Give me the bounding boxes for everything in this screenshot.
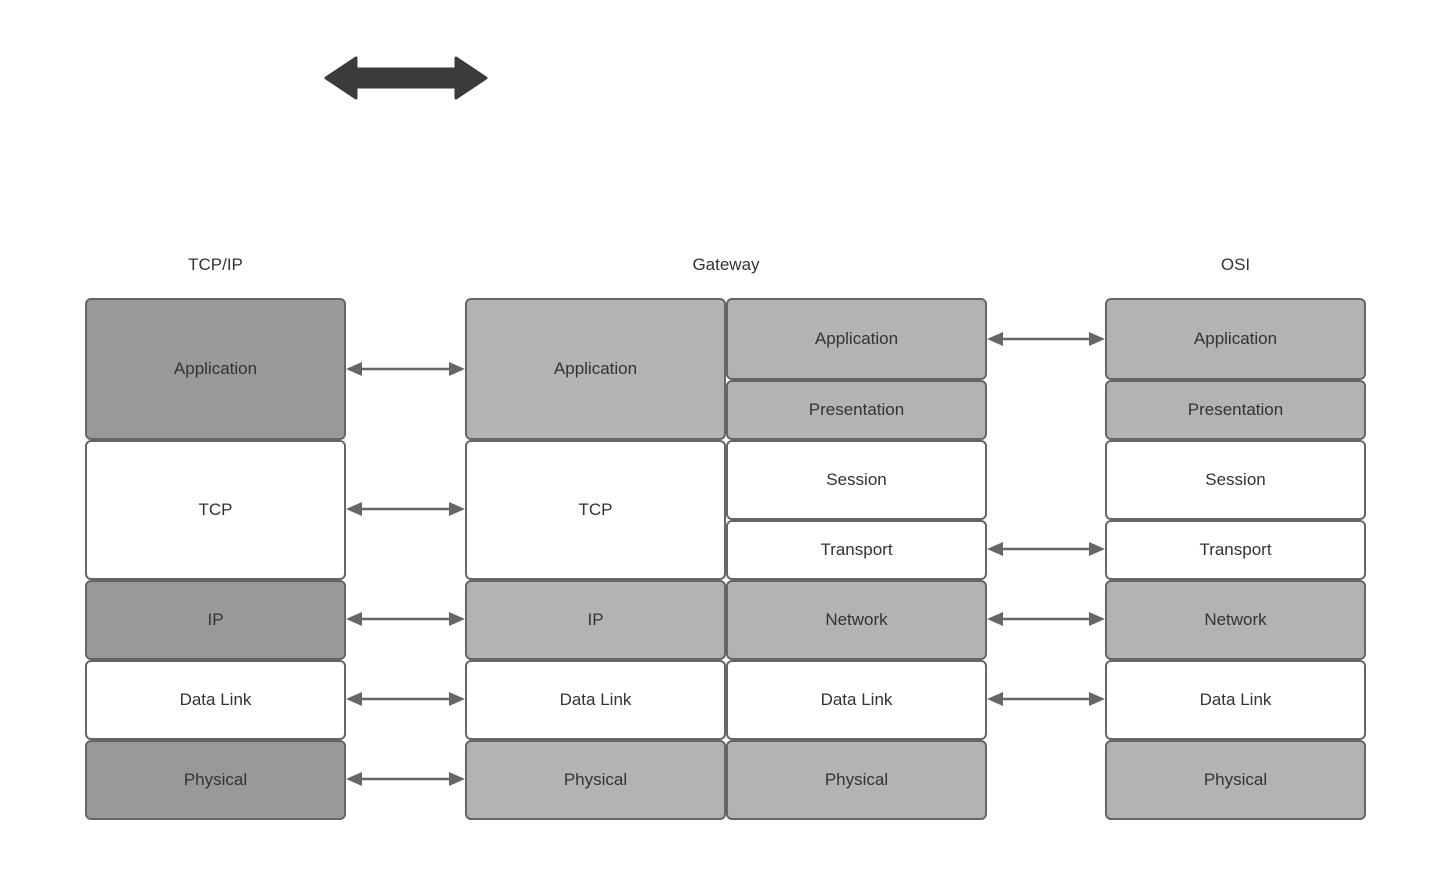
connector-tcpip-gateway-ip	[346, 607, 465, 631]
gateway-right-layer-presentation[interactable]: Presentation	[726, 380, 987, 440]
tcpip-layer-application[interactable]: Application	[85, 298, 346, 440]
connector-gateway-osi-network	[987, 607, 1105, 631]
column-heading-osi: OSI	[1220, 255, 1251, 274]
connector-tcpip-gateway-application	[346, 357, 465, 381]
connector-gateway-osi-data-link	[987, 687, 1105, 711]
column-heading-gateway: Gateway	[692, 255, 760, 274]
gateway-left-layer-application[interactable]: Application	[465, 298, 726, 440]
connector-tcpip-gateway-physical	[346, 767, 465, 791]
tcpip-layer-data-link[interactable]: Data Link	[85, 660, 346, 740]
gateway-right-layer-network[interactable]: Network	[726, 580, 987, 660]
connector-gateway-osi-transport	[987, 537, 1105, 561]
connector-tcpip-gateway-data-link	[346, 687, 465, 711]
gateway-right-layer-session[interactable]: Session	[726, 440, 987, 520]
osi-layer-physical[interactable]: Physical	[1105, 740, 1366, 820]
tcpip-layer-ip[interactable]: IP	[85, 580, 346, 660]
gateway-right-layer-data-link[interactable]: Data Link	[726, 660, 987, 740]
osi-layer-data-link[interactable]: Data Link	[1105, 660, 1366, 740]
osi-layer-transport[interactable]: Transport	[1105, 520, 1366, 580]
gateway-right-layer-physical[interactable]: Physical	[726, 740, 987, 820]
gateway-left-layer-data-link[interactable]: Data Link	[465, 660, 726, 740]
osi-layer-session[interactable]: Session	[1105, 440, 1366, 520]
gateway-left-layer-physical[interactable]: Physical	[465, 740, 726, 820]
osi-layer-presentation[interactable]: Presentation	[1105, 380, 1366, 440]
connector-tcpip-gateway-tcp	[346, 497, 465, 521]
gateway-left-layer-tcp[interactable]: TCP	[465, 440, 726, 580]
gateway-right-layer-transport[interactable]: Transport	[726, 520, 987, 580]
gateway-right-layer-application[interactable]: Application	[726, 298, 987, 380]
gateway-left-layer-ip[interactable]: IP	[465, 580, 726, 660]
tcpip-layer-physical[interactable]: Physical	[85, 740, 346, 820]
column-heading-tcpip: TCP/IP	[188, 255, 243, 274]
connector-gateway-osi-application	[987, 327, 1105, 351]
osi-layer-application[interactable]: Application	[1105, 298, 1366, 380]
tcpip-layer-tcp[interactable]: TCP	[85, 440, 346, 580]
osi-layer-network[interactable]: Network	[1105, 580, 1366, 660]
bidirectional-arrow-icon	[322, 52, 490, 104]
